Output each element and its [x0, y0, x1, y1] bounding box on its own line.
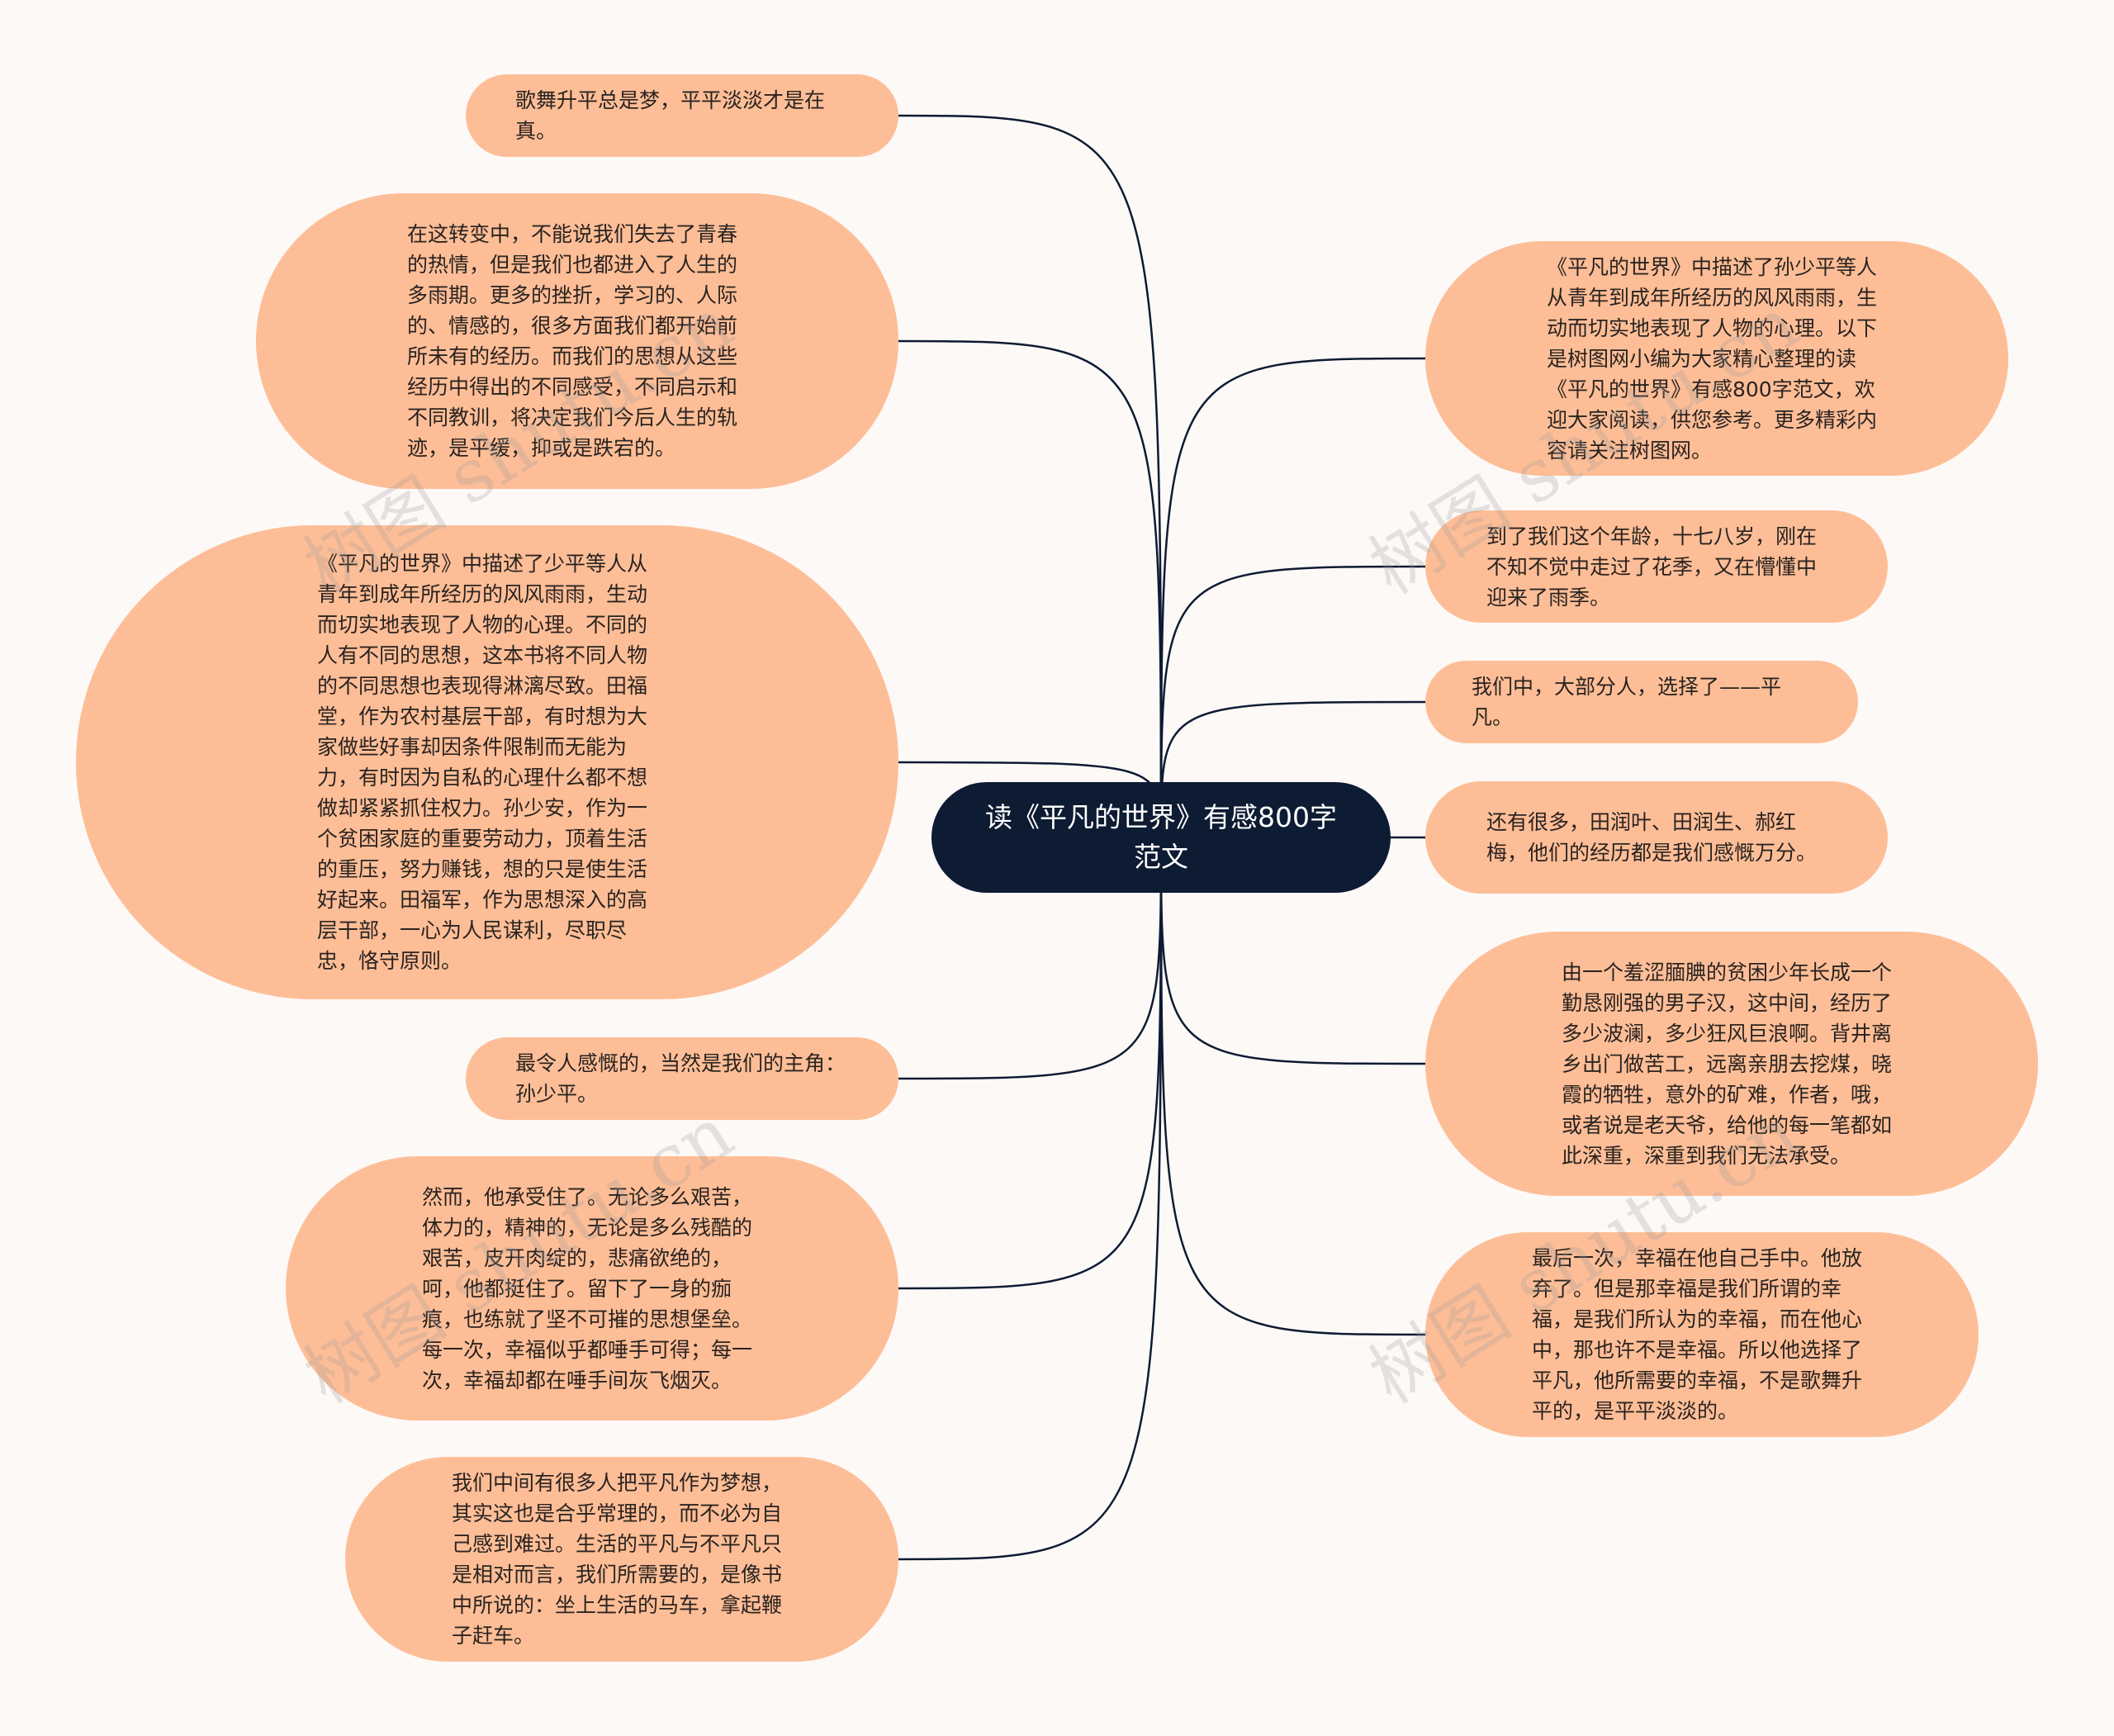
topic-node-l6[interactable]: 我们中间有很多人把平凡作为梦想，其实这也是合乎常理的，而不必为自己感到难过。生活…	[345, 1457, 898, 1662]
topic-text: 歌舞升平总是梦，平平淡淡才是在真。	[515, 88, 826, 143]
topic-node-r4[interactable]: 还有很多，田润叶、田润生、郝红梅，他们的经历都是我们感慨万分。	[1425, 781, 1888, 894]
topic-node-l5[interactable]: 然而，他承受住了。无论多么艰苦，体力的，精神的，无论是多么残酷的艰苦，皮开肉绽的…	[286, 1156, 898, 1421]
topic-text: 到了我们这个年龄，十七八岁，刚在不知不觉中走过了花季，又在懵懂中迎来了雨季。	[1486, 524, 1818, 609]
topic-text: 最令人感慨的，当然是我们的主角：孙少平。	[515, 1051, 846, 1106]
connector-line	[1159, 357, 1426, 838]
topic-node-r2[interactable]: 到了我们这个年龄，十七八岁，刚在不知不觉中走过了花季，又在懵懂中迎来了雨季。	[1425, 510, 1888, 623]
topic-node-r5[interactable]: 由一个羞涩腼腆的贫困少年长成一个勤恳刚强的男子汉，这中间，经历了多少波澜，多少狂…	[1425, 932, 2038, 1196]
topic-text: 我们中间有很多人把平凡作为梦想，其实这也是合乎常理的，而不必为自己感到难过。生活…	[452, 1471, 783, 1648]
connector-line	[898, 339, 1163, 838]
topic-text: 由一个羞涩腼腆的贫困少年长成一个勤恳刚强的男子汉，这中间，经历了多少波澜，多少狂…	[1562, 960, 1893, 1168]
topic-node-r3[interactable]: 我们中，大部分人，选择了——平凡。	[1425, 661, 1858, 743]
topic-node-r1[interactable]: 《平凡的世界》中描述了孙少平等人从青年到成年所经历的风风雨雨，生动而切实地表现了…	[1425, 241, 2008, 476]
connector-line	[898, 114, 1163, 838]
topic-node-l4[interactable]: 最令人感慨的，当然是我们的主角：孙少平。	[466, 1037, 898, 1120]
topic-node-l3[interactable]: 《平凡的世界》中描述了少平等人从青年到成年所经历的风风雨雨，生动而切实地表现了人…	[76, 525, 898, 999]
central-topic-label: 读《平凡的世界》有感800字范文	[985, 801, 1337, 873]
connector-line	[1159, 837, 1426, 1336]
connector-line	[1159, 565, 1426, 838]
topic-text: 然而，他承受住了。无论多么艰苦，体力的，精神的，无论是多么残酷的艰苦，皮开肉绽的…	[422, 1184, 753, 1392]
topic-text: 《平凡的世界》中描述了孙少平等人从青年到成年所经历的风风雨雨，生动而切实地表现了…	[1547, 254, 1878, 462]
topic-text: 我们中，大部分人，选择了——平凡。	[1472, 675, 1782, 729]
topic-text: 《平凡的世界》中描述了少平等人从青年到成年所经历的风风雨雨，生动而切实地表现了人…	[317, 552, 648, 973]
topic-node-l1[interactable]: 歌舞升平总是梦，平平淡淡才是在真。	[466, 74, 898, 157]
topic-text: 最后一次，幸福在他自己手中。他放弃了。但是那幸福是我们所谓的幸福，是我们所认为的…	[1532, 1246, 1863, 1423]
topic-text: 还有很多，田润叶、田润生、郝红梅，他们的经历都是我们感慨万分。	[1486, 810, 1818, 865]
topic-node-r6[interactable]: 最后一次，幸福在他自己手中。他放弃了。但是那幸福是我们所谓的幸福，是我们所认为的…	[1425, 1232, 1979, 1437]
topic-text: 在这转变中，不能说我们失去了青春的热情，但是我们也都进入了人生的多雨期。更多的挫…	[407, 222, 738, 460]
connector-line	[898, 837, 1163, 1561]
central-topic[interactable]: 读《平凡的世界》有感800字范文	[931, 782, 1391, 893]
topic-node-l2[interactable]: 在这转变中，不能说我们失去了青春的热情，但是我们也都进入了人生的多雨期。更多的挫…	[256, 193, 898, 489]
connector-line	[898, 837, 1163, 1290]
